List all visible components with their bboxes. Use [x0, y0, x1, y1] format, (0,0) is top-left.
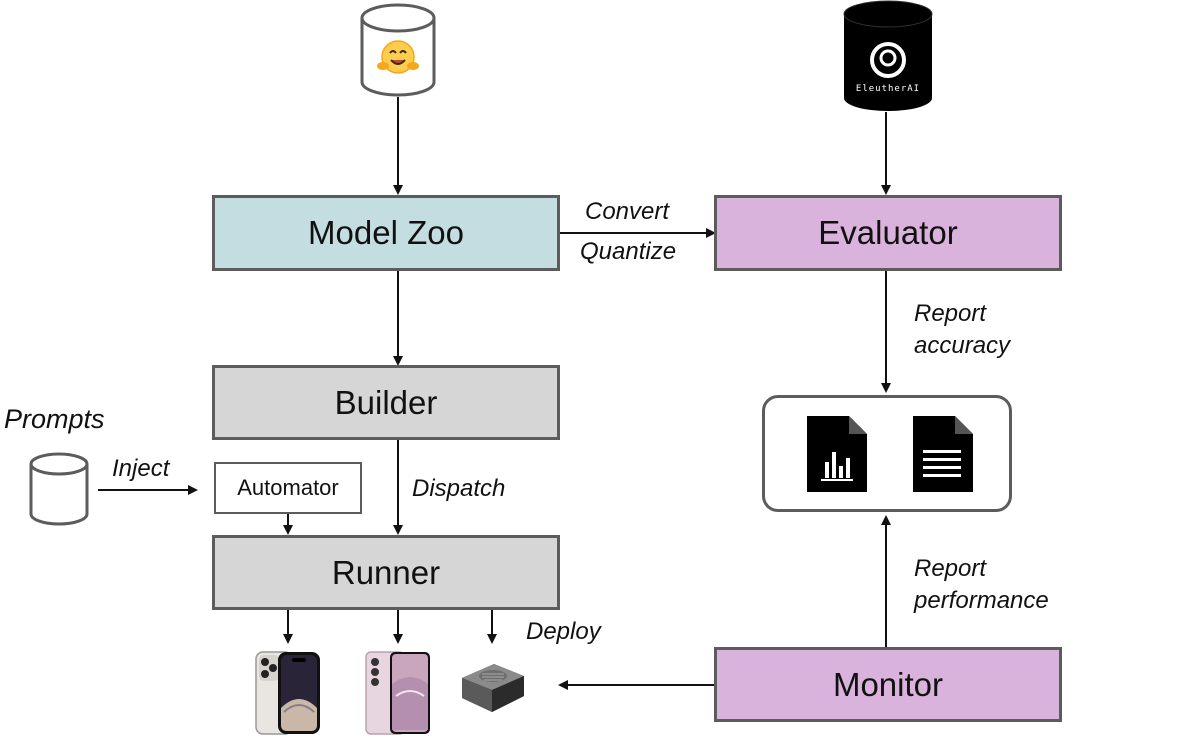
results-box	[762, 395, 1012, 512]
builder-box: Builder	[212, 365, 560, 440]
iphone-icon	[255, 651, 320, 735]
runner-box: Runner	[212, 535, 560, 610]
deploy-label: Deploy	[526, 618, 601, 645]
chart-report-icon	[807, 416, 867, 492]
huggingface-database-icon	[360, 3, 436, 97]
automator-box: Automator	[214, 462, 362, 514]
prompts-database-icon	[29, 452, 89, 526]
report-performance-label-2: performance	[914, 587, 1049, 614]
convert-label: Convert	[585, 198, 670, 225]
inject-label: Inject	[112, 455, 170, 482]
monitor-box: Monitor	[714, 647, 1062, 722]
quantize-label: Quantize	[580, 238, 677, 265]
model-zoo-box: Model Zoo	[212, 195, 560, 271]
report-performance-label-1: Report	[914, 555, 987, 582]
eleuther-database: EleutherAI	[842, 0, 934, 112]
evaluator-box: Evaluator	[714, 195, 1062, 271]
dispatch-label: Dispatch	[412, 475, 506, 502]
report-accuracy-label-1: Report	[914, 300, 987, 327]
prompts-label: Prompts	[4, 404, 105, 434]
report-accuracy-label-2: accuracy	[914, 332, 1011, 359]
jetson-device-icon	[462, 664, 524, 712]
eleuther-logo-text: EleutherAI	[855, 84, 921, 94]
galaxy-phone-icon	[365, 651, 430, 735]
text-document-icon	[913, 416, 973, 492]
eleuther-database-icon	[843, 0, 933, 111]
